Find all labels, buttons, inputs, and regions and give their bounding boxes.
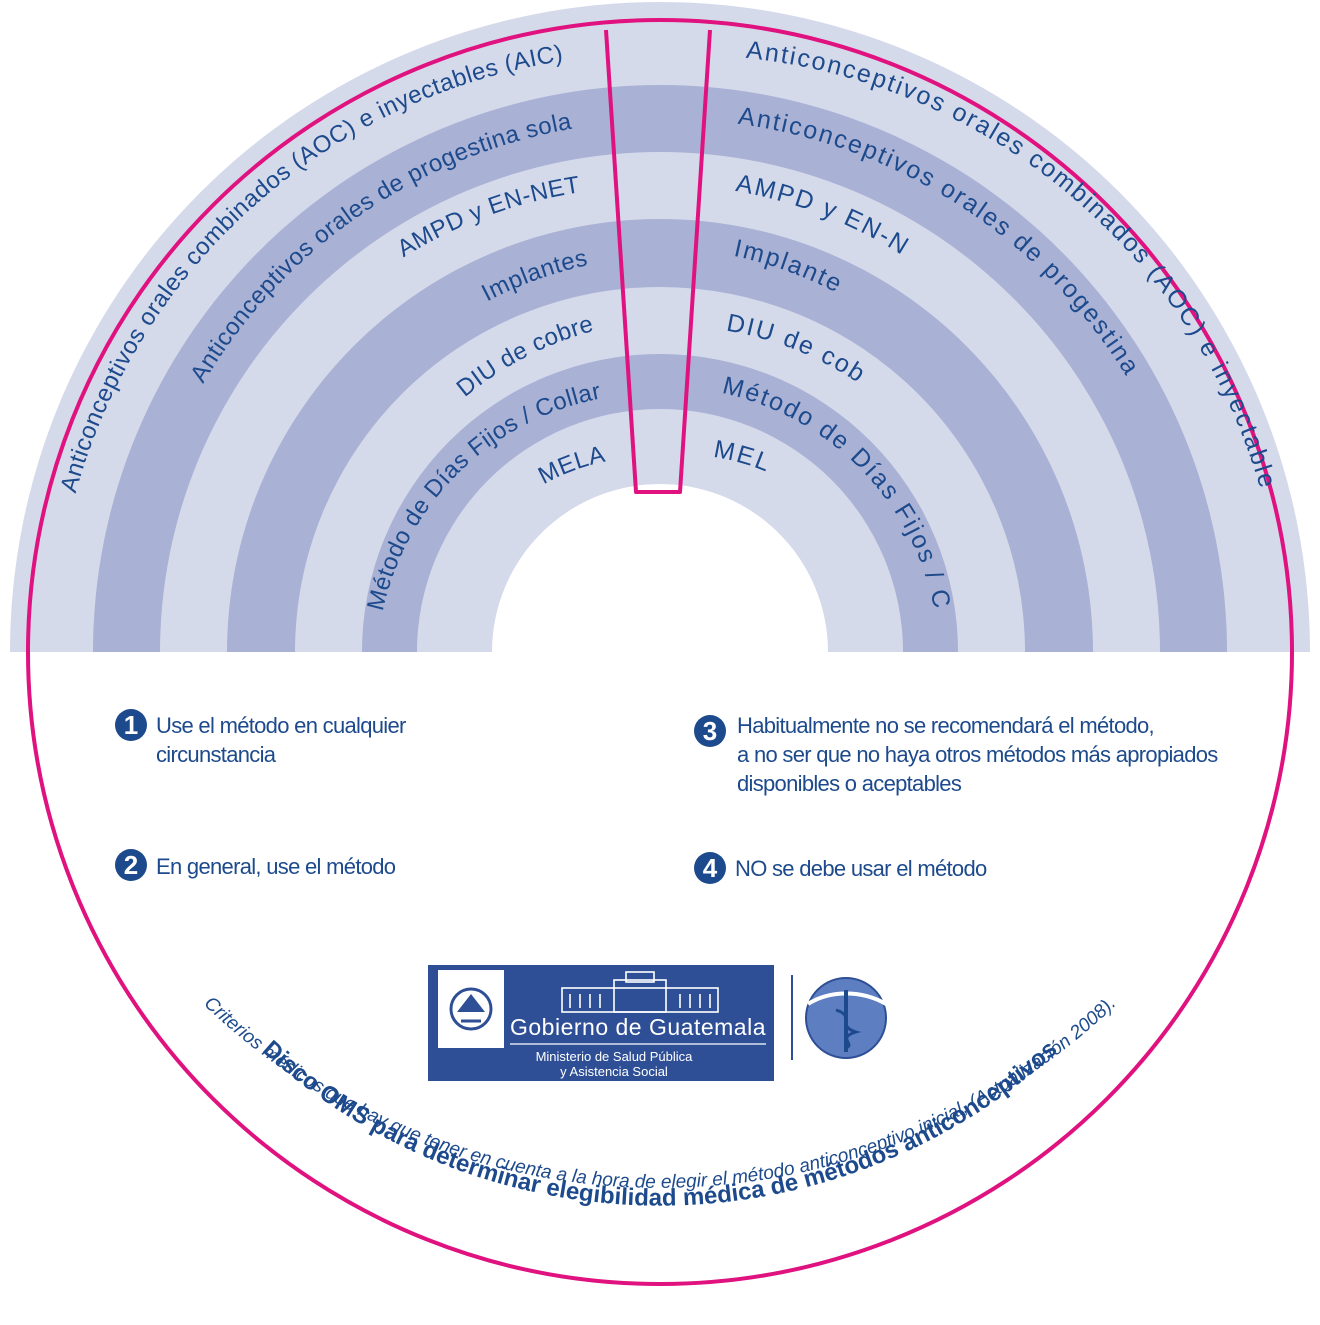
legend-item-4: 4 NO se debe usar el método bbox=[694, 852, 988, 884]
category-number-2: 2 bbox=[124, 850, 138, 880]
legend-text-3c: disponibles o aceptables bbox=[737, 771, 962, 796]
health-emblem-icon bbox=[805, 977, 888, 1059]
category-badge-2 bbox=[115, 849, 147, 881]
legend-item-1: 1 Use el método en cualquier circunstanc… bbox=[115, 709, 407, 767]
legend-item-3: 3 Habitualmente no se recomendará el mét… bbox=[694, 713, 1219, 796]
legend-item-2: 2 En general, use el método bbox=[115, 849, 396, 881]
disc-outline bbox=[26, 18, 1294, 1286]
legend-text-2: En general, use el método bbox=[156, 854, 396, 879]
palace-icon bbox=[561, 971, 719, 1013]
ministry-name-line1: Ministerio de Salud Pública bbox=[536, 1049, 694, 1064]
legend-text-1a: Use el método en cualquier bbox=[156, 713, 406, 738]
category-number-3: 3 bbox=[703, 716, 717, 746]
legend: 1 Use el método en cualquier circunstanc… bbox=[115, 709, 1219, 884]
coat-of-arms-icon bbox=[449, 987, 493, 1031]
center-hole bbox=[492, 484, 828, 652]
ministry-name-line2: y Asistencia Social bbox=[560, 1064, 668, 1079]
left-window-outline bbox=[604, 29, 712, 494]
category-number-1: 1 bbox=[124, 710, 138, 740]
legend-text-3a: Habitualmente no se recomendará el métod… bbox=[737, 713, 1154, 738]
category-badge-3 bbox=[694, 715, 726, 747]
ring-bands bbox=[10, 2, 1310, 652]
category-badge-4 bbox=[694, 852, 726, 884]
legend-text-3b: a no ser que no haya otros métodos más a… bbox=[737, 742, 1218, 767]
legend-text-1b: circunstancia bbox=[156, 742, 277, 767]
legend-text-4: NO se debe usar el método bbox=[735, 856, 987, 881]
category-number-4: 4 bbox=[703, 853, 718, 883]
government-name: Gobierno de Guatemala bbox=[510, 1014, 766, 1040]
government-logo: Gobierno de Guatemala Ministerio de Salu… bbox=[428, 965, 888, 1081]
category-badge-1 bbox=[115, 709, 147, 741]
